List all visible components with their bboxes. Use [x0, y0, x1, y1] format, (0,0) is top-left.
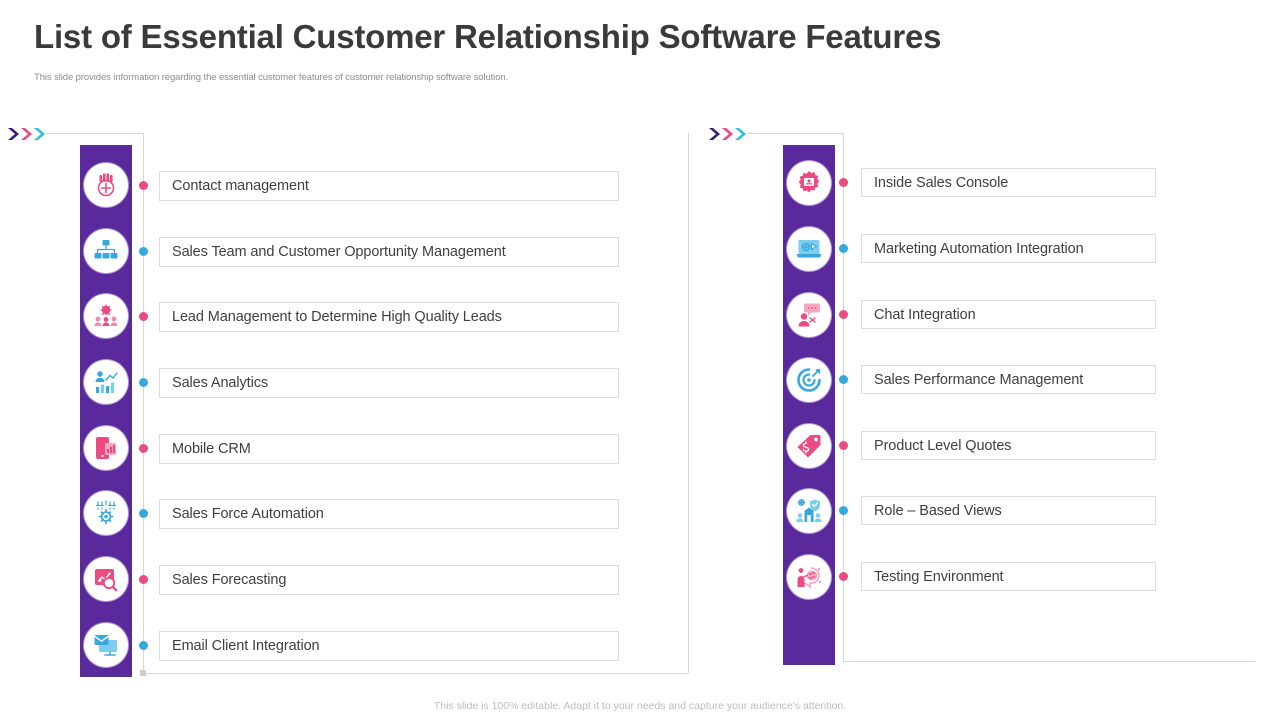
org-hierarchy-icon — [94, 240, 118, 259]
right-feature-label-1: Marketing Automation Integration — [874, 240, 1084, 257]
mobile-chart-icon — [96, 437, 116, 459]
right-feature-label-2: Chat Integration — [874, 306, 976, 323]
left-icon-7 — [84, 623, 128, 667]
left-bullet-5 — [139, 509, 148, 518]
right-feature-label-6: Testing Environment — [874, 568, 1004, 585]
right-feature-box-1[interactable]: Marketing Automation Integration — [861, 234, 1156, 263]
left-bullet-3 — [139, 378, 148, 387]
footer-note: This slide is 100% editable. Adapt it to… — [433, 700, 847, 712]
right-icon-6 — [787, 555, 831, 599]
right-triple-chevron-icon — [709, 127, 748, 141]
email-monitor-icon — [94, 635, 117, 656]
left-feature-label-0: Contact management — [172, 178, 309, 194]
left-triple-chevron-icon — [8, 127, 47, 141]
right-bullet-3 — [839, 375, 848, 384]
left-icon-2 — [84, 294, 128, 338]
right-feature-box-0[interactable]: Inside Sales Console — [861, 168, 1156, 197]
right-bullet-4 — [839, 441, 848, 450]
contact-management-icon — [97, 173, 115, 197]
left-frame-end-cap — [140, 670, 146, 676]
role-shield-users-icon — [796, 499, 822, 522]
chevron-navy-icon — [709, 128, 720, 140]
left-bullet-4 — [139, 444, 148, 453]
left-feature-box-7[interactable]: Email Client Integration — [159, 631, 619, 661]
right-feature-box-2[interactable]: Chat Integration — [861, 300, 1156, 329]
right-icon-5 — [787, 489, 831, 533]
chevron-navy-icon — [8, 128, 19, 140]
chevron-cyan-icon — [735, 128, 746, 140]
right-icon-3 — [787, 358, 831, 402]
left-icon-6 — [84, 557, 128, 601]
chevron-cyan-icon — [34, 128, 45, 140]
right-bullet-1 — [839, 244, 848, 253]
chevron-pink-icon — [722, 128, 733, 140]
left-frame-top-line — [46, 133, 143, 134]
right-feature-label-5: Role – Based Views — [874, 502, 1002, 519]
analytics-chart-icon — [95, 371, 118, 393]
right-feature-label-4: Product Level Quotes — [874, 437, 1012, 454]
sales-console-gear-icon — [798, 171, 820, 193]
right-frame-top-line — [747, 133, 843, 134]
right-icon-1 — [787, 227, 831, 271]
left-feature-label-2: Lead Management to Determine High Qualit… — [172, 309, 502, 325]
left-bullet-6 — [139, 575, 148, 584]
left-icon-1 — [84, 229, 128, 273]
left-icon-4 — [84, 426, 128, 470]
left-feature-box-3[interactable]: Sales Analytics — [159, 368, 619, 398]
left-bullet-7 — [139, 641, 148, 650]
performance-target-icon — [797, 368, 821, 392]
left-icon-5 — [84, 491, 128, 535]
page-subtitle: This slide provides information regardin… — [34, 72, 509, 83]
right-feature-label-0: Inside Sales Console — [874, 174, 1009, 191]
right-bullet-5 — [839, 506, 848, 515]
right-icon-2 — [787, 293, 831, 337]
price-tag-icon — [797, 435, 821, 458]
right-icon-0 — [787, 161, 831, 205]
right-frame-vertical-line — [843, 133, 844, 661]
left-feature-label-4: Mobile CRM — [172, 441, 251, 457]
left-feature-box-6[interactable]: Sales Forecasting — [159, 565, 619, 595]
page-title: List of Essential Customer Relationship … — [34, 18, 942, 55]
left-feature-box-0[interactable]: Contact management — [159, 171, 619, 201]
left-feature-box-5[interactable]: Sales Force Automation — [159, 499, 619, 529]
right-frame-bottom-line — [843, 661, 1255, 662]
left-frame-vertical-line — [143, 133, 144, 673]
left-icon-3 — [84, 360, 128, 404]
forecast-magnifier-icon — [95, 569, 118, 592]
right-bullet-2 — [839, 310, 848, 319]
left-frame-bottom-line — [146, 673, 688, 674]
right-feature-box-6[interactable]: Testing Environment — [861, 562, 1156, 591]
right-feature-box-5[interactable]: Role – Based Views — [861, 496, 1156, 525]
right-feature-box-4[interactable]: Product Level Quotes — [861, 431, 1156, 460]
left-feature-label-7: Email Client Integration — [172, 638, 320, 654]
testing-brain-icon — [797, 567, 822, 589]
left-icon-0 — [84, 163, 128, 207]
lead-management-icon — [94, 304, 118, 326]
left-feature-box-1[interactable]: Sales Team and Customer Opportunity Mana… — [159, 237, 619, 267]
left-feature-box-4[interactable]: Mobile CRM — [159, 434, 619, 464]
chevron-pink-icon — [21, 128, 32, 140]
right-bullet-6 — [839, 572, 848, 581]
left-feature-label-5: Sales Force Automation — [172, 506, 324, 522]
left-feature-label-1: Sales Team and Customer Opportunity Mana… — [172, 244, 506, 260]
right-bullet-0 — [839, 178, 848, 187]
left-bullet-0 — [139, 181, 148, 190]
right-feature-label-3: Sales Performance Management — [874, 371, 1084, 388]
left-frame-bottom-riser — [688, 133, 689, 673]
left-bullet-1 — [139, 247, 148, 256]
left-feature-box-2[interactable]: Lead Management to Determine High Qualit… — [159, 302, 619, 332]
automation-gear-icon — [95, 500, 117, 525]
right-feature-box-3[interactable]: Sales Performance Management — [861, 365, 1156, 394]
chat-bubble-person-icon — [798, 303, 820, 327]
left-bullet-2 — [139, 312, 148, 321]
right-icon-4 — [787, 424, 831, 468]
marketing-laptop-icon — [796, 240, 822, 258]
left-feature-label-3: Sales Analytics — [172, 375, 269, 391]
left-feature-label-6: Sales Forecasting — [172, 572, 287, 588]
